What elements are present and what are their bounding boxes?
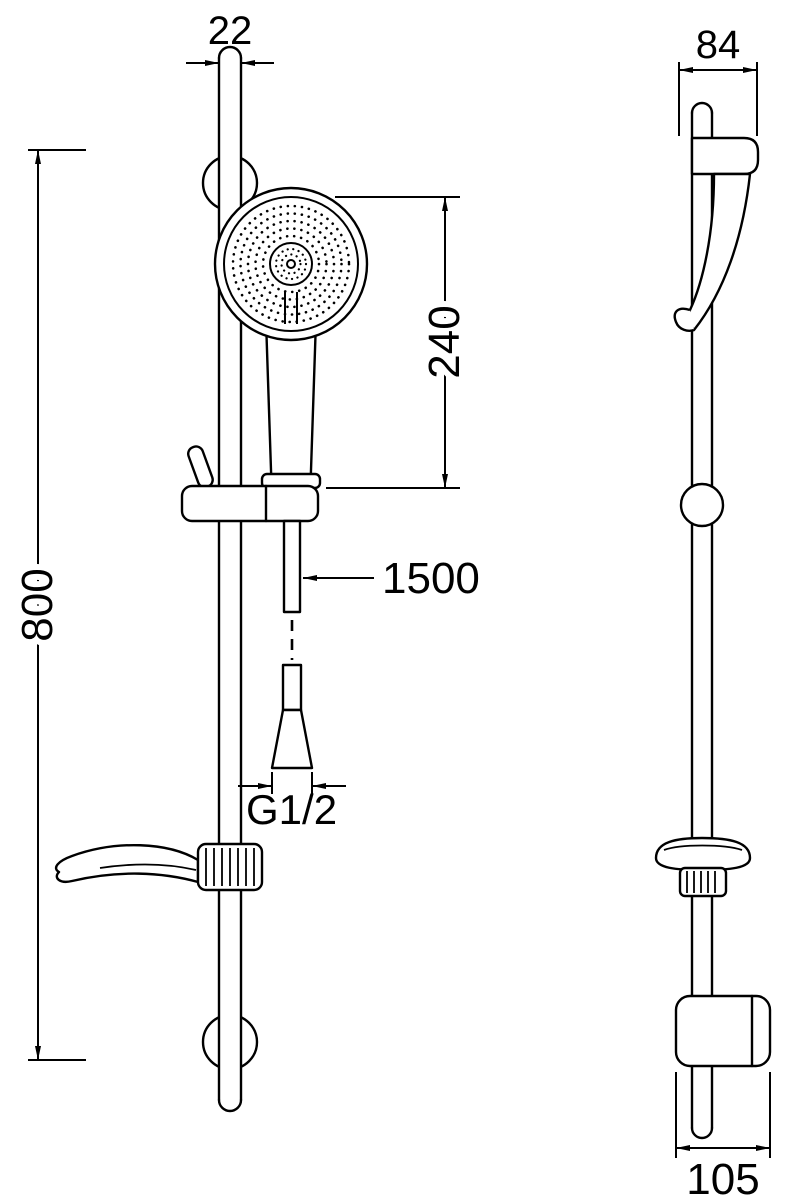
top-bracket-block: [690, 136, 760, 176]
dim-84-label: 84: [696, 23, 741, 67]
spray-center: [269, 242, 313, 286]
shower-hose: [270, 519, 314, 770]
soap-dish-rim-side: [654, 836, 752, 872]
slide-bar: [217, 45, 243, 1113]
holder-knob: [187, 445, 214, 489]
hose-nut: [281, 663, 303, 712]
dimension-overall-height: 800: [7, 149, 86, 1061]
dim-22-label: 22: [208, 9, 253, 53]
dim-g12-label: G1/2: [246, 786, 337, 833]
dimension-bar-width: 22: [186, 9, 274, 66]
dimension-thread: G1/2: [238, 772, 346, 833]
spray-nozzles-ring: [231, 204, 351, 324]
dimension-handset-length: 240: [326, 196, 475, 489]
shower-head: [213, 186, 369, 342]
soap-dish-tray: [54, 844, 200, 884]
side-view: 84 105: [654, 23, 772, 1200]
dimension-top-bracket-depth: 84: [678, 23, 758, 136]
soap-dish: [54, 842, 264, 892]
slider-holder: [180, 445, 322, 523]
dim-800-label: 800: [13, 568, 62, 641]
dim-105-label: 105: [686, 1155, 759, 1200]
dim-240-label: 240: [420, 305, 469, 378]
slider-knob-side: [679, 482, 725, 528]
holder-clamp: [180, 484, 320, 523]
bottom-bracket-side: [674, 994, 772, 1068]
front-view: 22 800 240 1500 G1/2: [7, 9, 480, 1113]
dimension-bottom-bracket-depth: 105: [675, 1072, 771, 1200]
leader-hose-length: 1500: [303, 554, 480, 603]
soap-dish-side: [654, 836, 752, 898]
top-bracket-side: [673, 136, 760, 332]
holder-tip-hook: [673, 307, 695, 332]
hose-cone-connector: [270, 708, 314, 770]
dim-1500-label: 1500: [382, 554, 480, 603]
